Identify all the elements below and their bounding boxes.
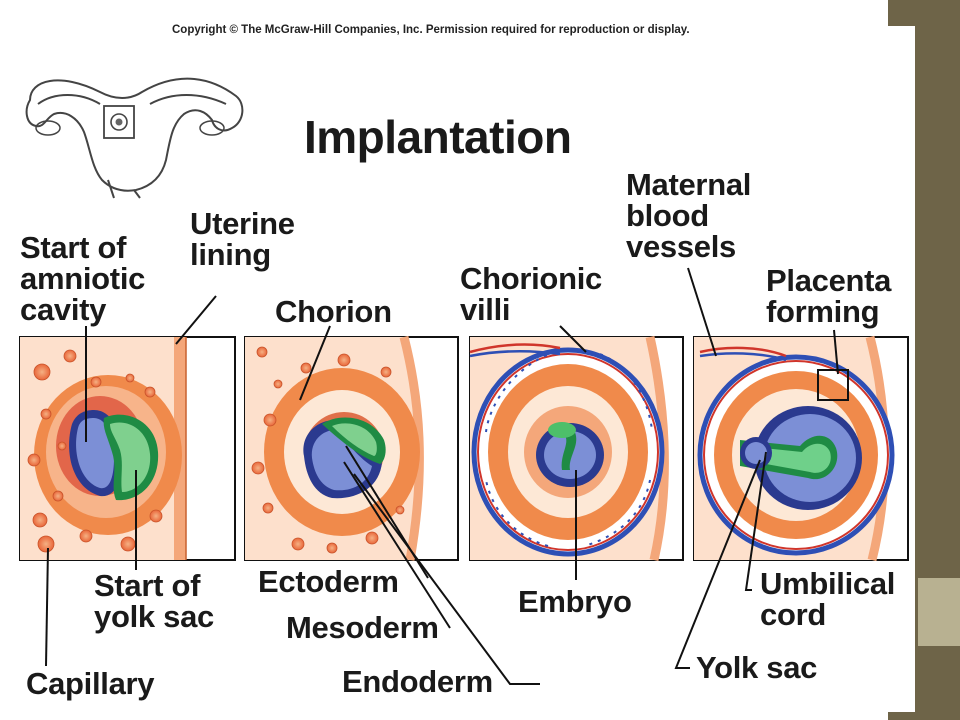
copyright-notice: Copyright © The McGraw-Hill Companies, I… [172, 24, 690, 36]
label-chorionic-villi: Chorionic villi [460, 261, 602, 327]
accent-block [918, 578, 960, 646]
label-umbilical-cord: Umbilical cord [760, 566, 896, 632]
panel-1 [19, 336, 236, 561]
panel-4 [693, 335, 909, 562]
label-start-of-amniotic-cavity: Start of amniotic cavity [20, 230, 146, 327]
label-uterine-lining: Uterine lining [190, 206, 295, 272]
figure-title: Implantation [304, 111, 572, 163]
label-ectoderm: Ectoderm [258, 564, 399, 599]
label-yolk-sac: Yolk sac [696, 650, 818, 685]
label-chorion: Chorion [275, 294, 392, 329]
label-embryo: Embryo [518, 584, 632, 619]
label-endoderm: Endoderm [342, 664, 493, 699]
label-capillary: Capillary [26, 666, 155, 701]
label-placenta-forming: Placenta forming [766, 263, 892, 329]
label-start-of-yolk-sac: Start of yolk sac [94, 568, 214, 634]
label-maternal-blood-vessels: Maternal blood vessels [626, 167, 752, 264]
uterus-icon [25, 77, 244, 199]
leader-lines [45, 267, 839, 685]
label-mesoderm: Mesoderm [286, 610, 439, 645]
panel-2 [244, 335, 459, 561]
